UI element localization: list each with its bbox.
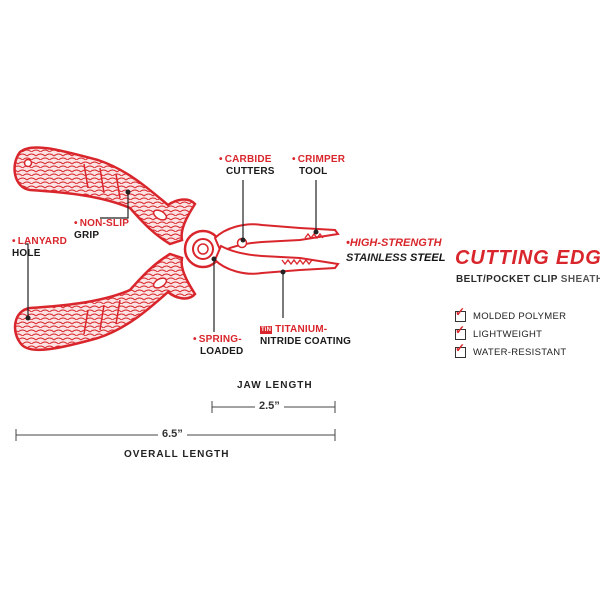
feature-item: ✓ MOLDED POLYMER xyxy=(455,305,567,322)
checkbox-icon: ✓ xyxy=(455,324,466,340)
upper-jaw xyxy=(213,223,340,254)
overall-length-value: 6.5” xyxy=(158,428,187,440)
lanyard-hole-icon xyxy=(23,158,33,168)
feature-item: ✓ LIGHTWEIGHT xyxy=(455,323,543,340)
overall-length-label: OVERALL LENGTH xyxy=(124,449,230,460)
tin-badge-icon: TiN xyxy=(260,326,273,334)
feature-item: ✓ WATER-RESISTANT xyxy=(455,341,567,358)
sheath-title: CUTTING EDGE xyxy=(455,247,600,269)
cutters-label: •CARBIDE CUTTERS xyxy=(219,154,275,177)
lower-handle xyxy=(13,252,197,352)
steel-label: •HIGH-STRENGTH STAINLESS STEEL xyxy=(346,237,446,264)
sheath-subtitle: BELT/POCKET CLIP SHEATH xyxy=(456,274,600,285)
crimper-label: •CRIMPER TOOL xyxy=(292,154,346,177)
spring-label: •SPRING- LOADED xyxy=(193,334,244,357)
lanyard-label: •LANYARD HOLE xyxy=(12,236,68,259)
checkbox-icon: ✓ xyxy=(455,342,466,358)
upper-handle xyxy=(13,146,197,246)
checkbox-icon: ✓ xyxy=(455,306,466,322)
leader-lines xyxy=(25,180,319,332)
grip-label: •NON-SLIP GRIP xyxy=(74,218,130,241)
jaw-length-label: JAW LENGTH xyxy=(237,380,313,391)
lower-jaw xyxy=(213,244,340,275)
jaw-length-value: 2.5” xyxy=(255,400,284,412)
